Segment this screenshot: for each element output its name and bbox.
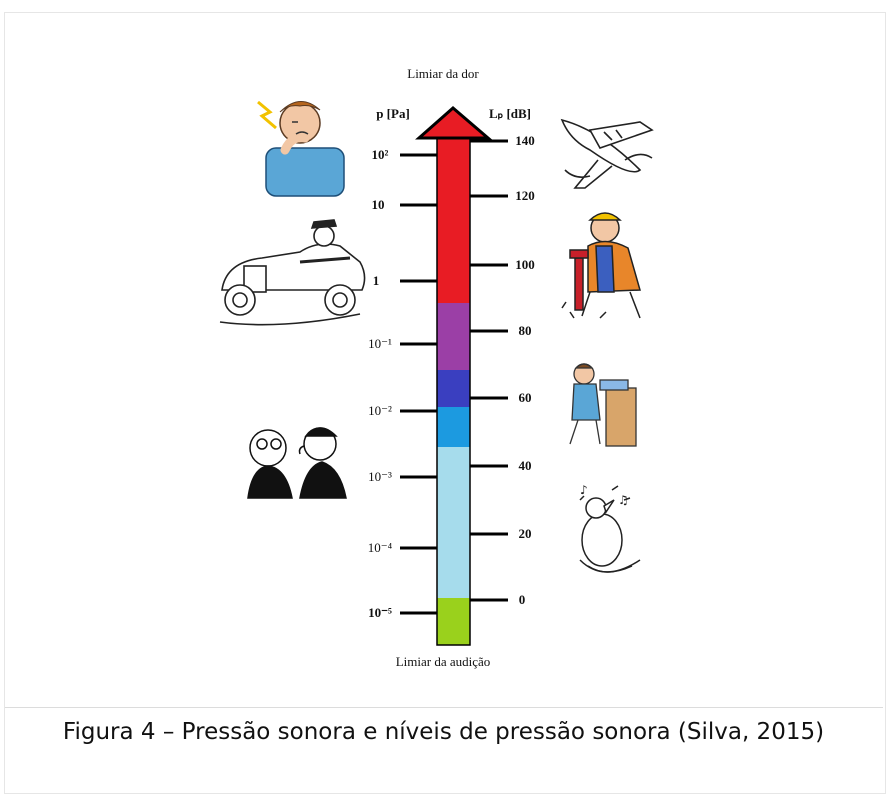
right-tick-label: 40	[519, 458, 532, 473]
left-tick-label: 10⁻⁵	[368, 605, 392, 620]
right-tick-label: 80	[519, 323, 532, 338]
bar-segment-cyan	[437, 407, 470, 447]
left-tick-label: 10⁻³	[368, 469, 392, 484]
bar-segment-green	[437, 598, 470, 645]
left-tick-label: 1	[373, 273, 380, 288]
bar-segment-lightblue	[437, 447, 470, 598]
old-car-icon	[219, 219, 366, 326]
arrow-head	[415, 106, 493, 140]
svg-text:♪: ♪	[580, 483, 588, 497]
left-tick-label: 10²	[372, 147, 389, 162]
right-tick-label: 100	[515, 257, 535, 272]
left-axis-title: p [Pa]	[376, 106, 410, 121]
office-worker-icon	[569, 363, 637, 447]
bar-segment-red	[437, 138, 470, 303]
jackhammer-worker-icon	[561, 212, 641, 319]
top-label: Limiar da dor	[407, 66, 479, 81]
airplane-icon	[560, 118, 654, 189]
left-tick-label: 10⁻¹	[368, 336, 392, 351]
left-tick-label: 10⁻²	[368, 403, 392, 418]
left-tick-lines	[400, 153, 437, 615]
svg-text:♫: ♫	[618, 493, 629, 507]
person-in-pain-icon	[257, 100, 345, 197]
level-bar	[415, 106, 493, 646]
left-tick-label: 10⁻⁴	[368, 540, 393, 555]
right-tick-label: 60	[519, 390, 532, 405]
right-tick-label: 0	[519, 592, 526, 607]
bottom-label: Limiar da audição	[396, 654, 491, 669]
bar-segment-purple	[437, 303, 470, 370]
figure-caption: Figura 4 – Pressão sonora e níveis de pr…	[62, 719, 825, 745]
caption-divider	[5, 707, 883, 708]
left-tick-labels: 10² 10 1 10⁻¹ 10⁻² 10⁻³ 10⁻⁴ 10⁻⁵	[368, 147, 393, 620]
right-tick-labels: 140 120 100 80 60 40 20 0	[515, 133, 535, 607]
right-axis-title: Lₚ [dB]	[489, 106, 531, 121]
right-tick-label: 20	[519, 526, 532, 541]
right-tick-lines	[470, 139, 508, 602]
left-tick-label: 10	[372, 197, 385, 212]
right-tick-label: 120	[515, 188, 535, 203]
bar-segment-blue	[437, 370, 470, 407]
right-tick-label: 140	[515, 133, 535, 148]
whispering-people-icon	[247, 427, 347, 499]
singing-bird-icon: ♪ ♫	[579, 483, 641, 573]
